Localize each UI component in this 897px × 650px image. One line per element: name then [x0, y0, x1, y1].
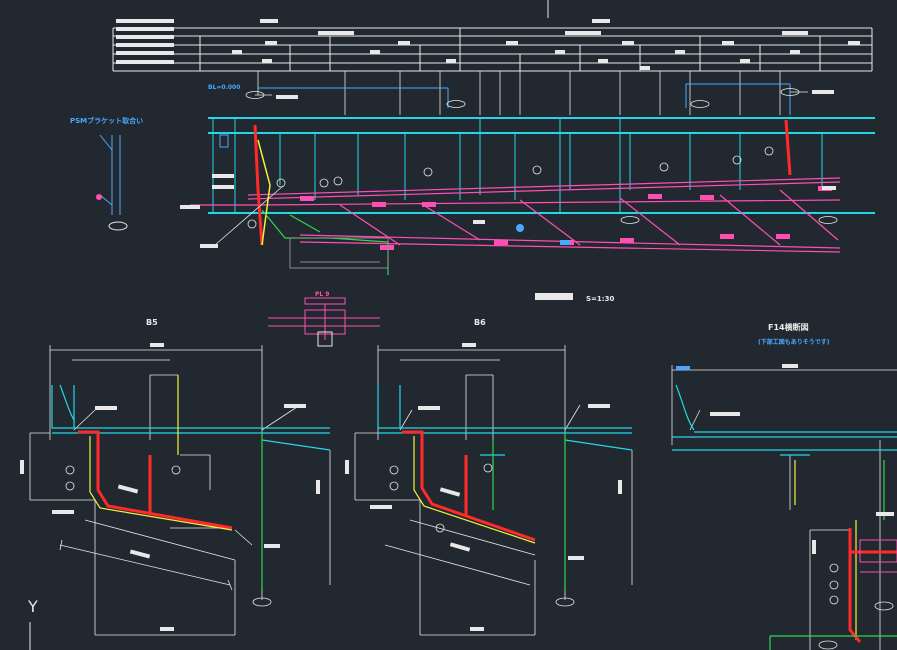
cross-section-right [671, 364, 897, 650]
elevation-blue-markers [516, 224, 570, 245]
top-dimension-block [112, 0, 873, 72]
section-right-subtitle: (下部工図もありそうです) [758, 338, 830, 346]
plate-detail-tag: PL 9 [315, 291, 329, 298]
yellow-pier-line [257, 139, 271, 246]
elevation-callouts [214, 88, 838, 246]
gray-foundation [289, 237, 389, 269]
bracket-detail [99, 134, 121, 215]
elevation-blue-lines [219, 83, 791, 148]
cross-section-mid [345, 343, 633, 636]
bracket-callout [108, 221, 128, 231]
elevation-blue-tag: BL=0.000 [208, 84, 240, 91]
section-title-right: F14横断図 [768, 322, 809, 332]
top-table-text-bars [116, 19, 860, 70]
cyan-girder-lines [208, 117, 875, 214]
scale-note: S=1:30 [586, 295, 614, 303]
elevation-vertical-ticks [257, 71, 781, 115]
pink-sloped-members [190, 177, 841, 253]
elevation-title: S=1:30 [535, 293, 614, 303]
section-title-mid: B6 [474, 318, 486, 327]
ucs-y-label: Y [27, 597, 38, 616]
elevation-leader-tags [180, 90, 836, 248]
section-title-left: B5 [146, 318, 158, 327]
cross-section-left [20, 343, 331, 636]
red-pier-column [253, 119, 792, 246]
bracket-pink-dot [96, 194, 102, 200]
bracket-detail-title: PSMブラケット取合い [70, 116, 143, 125]
pink-plate-detail [268, 297, 380, 347]
